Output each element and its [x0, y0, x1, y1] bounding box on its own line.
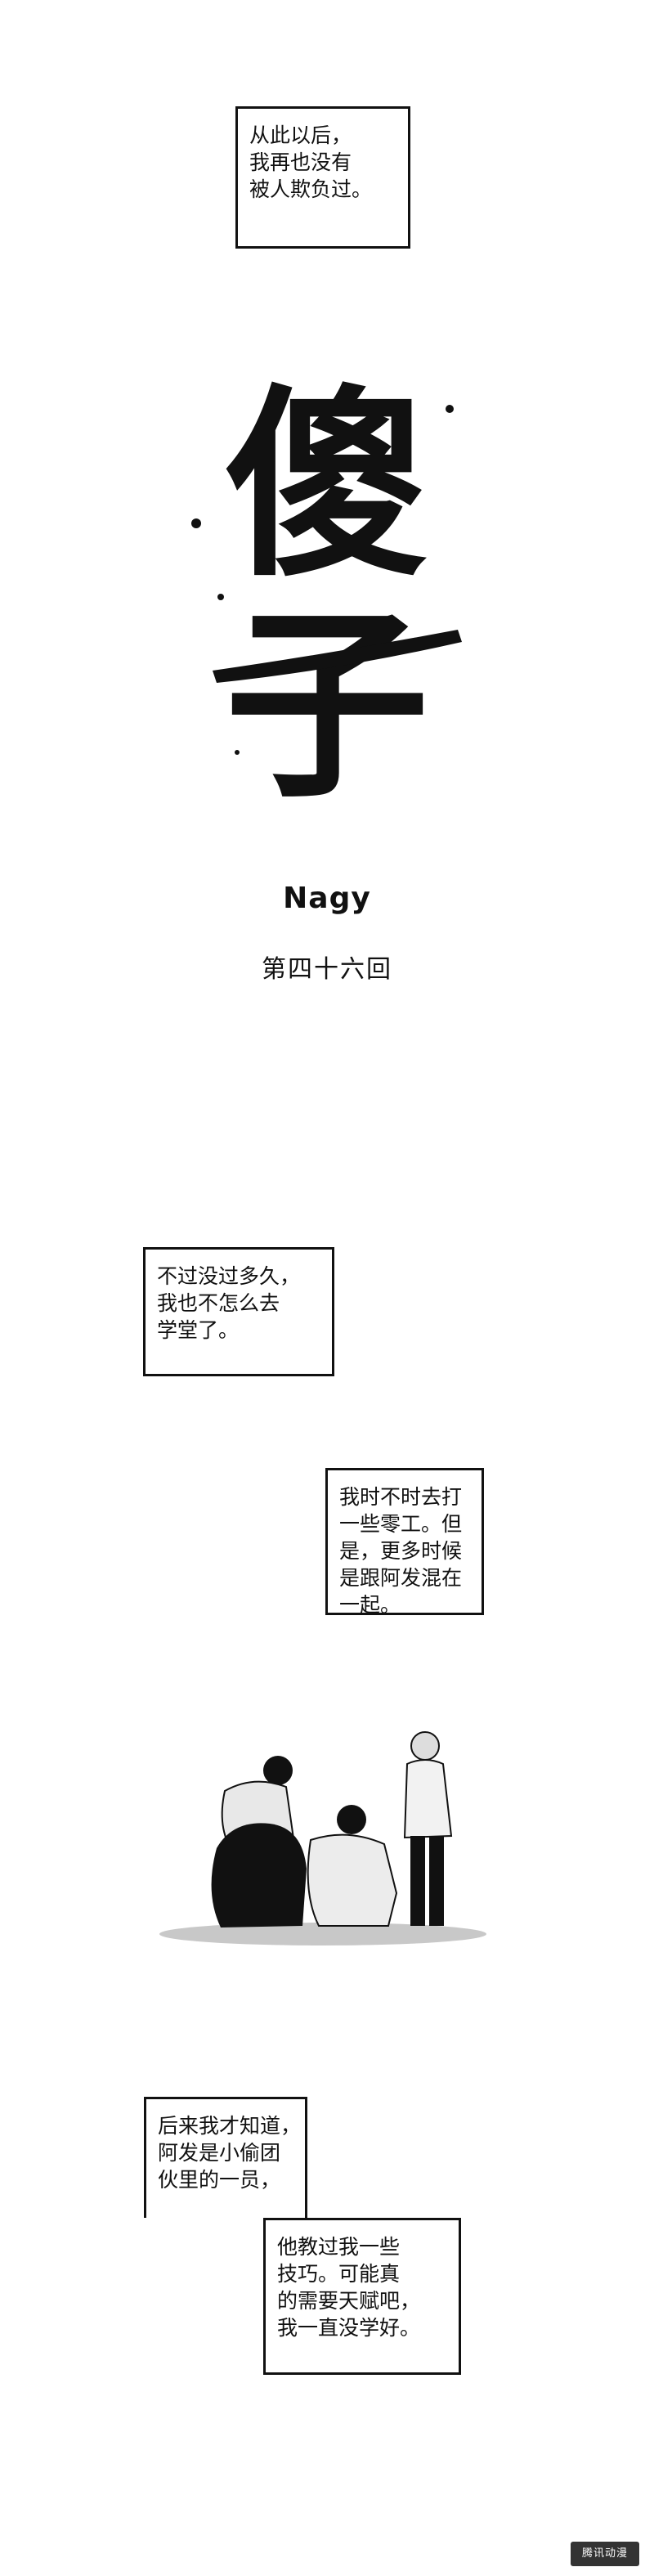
author-name: Nagy	[283, 882, 371, 915]
chapter-number: 第四十六回	[262, 955, 392, 984]
title-char-2: 子	[225, 585, 429, 801]
caption-box-5: 他教过我一些 技巧。可能真 的需要天赋吧， 我一直没学好。	[263, 2218, 461, 2375]
caption-box-3: 我时不时去打 一些零工。但 是，更多时候 是跟阿发混在 一起。	[325, 1468, 484, 1617]
ink-splatter	[235, 750, 240, 755]
ink-splatter	[217, 594, 224, 600]
title-char-1: 傻	[225, 364, 429, 604]
figure-crouching-center	[307, 1805, 398, 1927]
ink-splatter	[446, 405, 454, 413]
figure-dark-shirt	[211, 1823, 307, 1928]
caption-box-4: 后来我才知道， 阿发是小偷团 伙里的一员，	[144, 2097, 307, 2218]
site-watermark: 腾讯动漫	[571, 2542, 639, 2566]
brush-stroke	[213, 630, 462, 683]
caption-box-2: 不过没过多久， 我也不怎么去 学堂了。	[143, 1247, 334, 1376]
ground-shadow	[159, 1923, 486, 1945]
calligraphy-title: 傻 子	[191, 364, 462, 801]
ink-splatter	[191, 518, 201, 528]
caption-box-1: 从此以后， 我再也没有 被人欺负过。	[235, 106, 410, 249]
figure-standing-right	[403, 1731, 453, 1926]
group-illustration	[159, 1731, 486, 1945]
